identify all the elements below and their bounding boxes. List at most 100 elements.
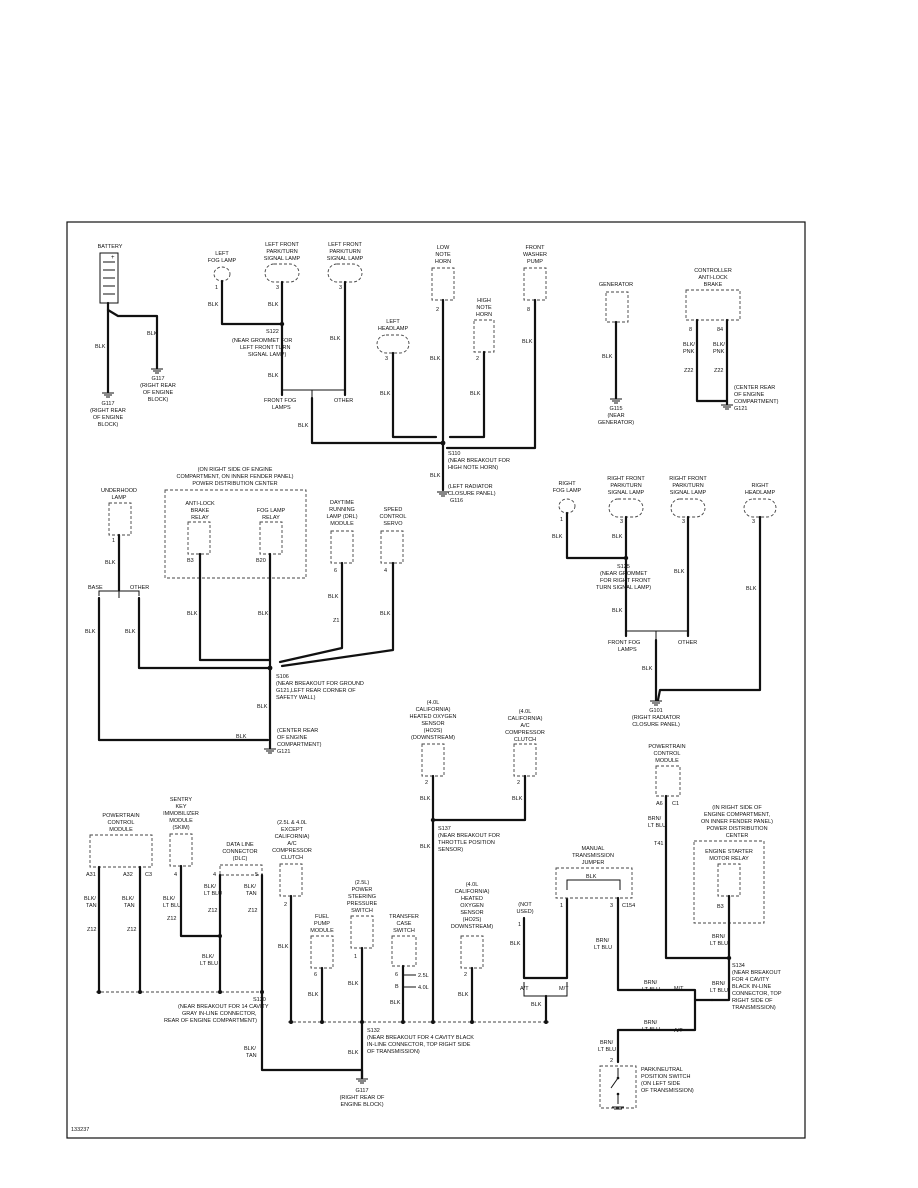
diagram-label: BLK	[95, 344, 106, 350]
diagram-label: LOW	[437, 245, 450, 251]
diagram-label: 6	[314, 972, 317, 978]
diagram-label: BLK	[470, 391, 481, 397]
diagram-label: BASE	[88, 585, 103, 591]
diagram-label: BLK	[258, 611, 269, 617]
diagram-label: MODULE	[310, 928, 334, 934]
diagram-label: OTHER	[678, 640, 697, 646]
diagram-label: (DLC)	[233, 856, 248, 862]
diagram-label: ENGINE BLOCK)	[340, 1102, 383, 1108]
diagram-label: TAN	[246, 1053, 257, 1059]
diagram-label: EXCEPT	[281, 827, 304, 833]
diagram-label: 4	[213, 872, 216, 878]
diagram-label: POSITION SWITCH	[641, 1074, 691, 1080]
diagram-label: BLK	[458, 992, 469, 998]
diagram-label: G101	[649, 708, 662, 714]
diagram-label: 8	[527, 307, 530, 313]
diagram-label: NOTE	[435, 252, 451, 258]
generator: GENERATOR	[599, 282, 633, 323]
diagram-label: G121	[734, 406, 747, 412]
diagram-label: A/C	[287, 841, 296, 847]
underhood-lamp: UNDERHOOD LAMP 1	[101, 488, 137, 544]
diagram-label: HEATED	[461, 896, 483, 902]
high-note-horn: HIGH NOTE HORN 2	[473, 298, 495, 362]
diagram-label: M/T	[674, 986, 684, 992]
diagram-label: BRAKE	[191, 508, 210, 514]
diagram-label: BLK/	[122, 896, 134, 902]
right-fog-lamp: RIGHT FOG LAMP 1	[553, 481, 582, 523]
diagram-label: HEADLAMP	[745, 490, 776, 496]
svg-text:+: +	[111, 255, 115, 261]
diagram-label: BRN/	[648, 816, 662, 822]
diagram-label: MANUAL	[582, 846, 605, 852]
diagram-label: 1	[112, 538, 115, 544]
diagram-label: 3	[682, 519, 685, 525]
right-headlamp: RIGHT HEADLAMP 3	[743, 483, 777, 525]
diagram-label: 2	[464, 972, 467, 978]
ground-g117-b: G117 (RIGHT REAR OF ENGINE BLOCK)	[140, 368, 176, 403]
diagram-label: C1	[672, 801, 679, 807]
diagram-label: BLK	[612, 608, 623, 614]
diagram-label: OF ENGINE	[143, 390, 174, 396]
ps-pressure-switch: (2.5L) POWER STEERING PRESSURE SWITCH 1	[347, 880, 378, 960]
diagram-label: 2	[517, 780, 520, 786]
diagram-label: LT BLU	[594, 945, 612, 951]
pdc-note-bottom: (IN RIGHT SIDE OF ENGINE COMPARTMENT, ON…	[701, 805, 773, 839]
diagram-label: DATA LINE	[226, 842, 254, 848]
diagram-label: LT BLU	[598, 1047, 616, 1053]
diagram-label: (NEAR BREAKOUT FOR GROUND	[276, 681, 364, 687]
diagram-label: BLK	[328, 594, 339, 600]
diagram-label: BLK	[380, 611, 391, 617]
diagram-label: OF TRANSMISSION)	[641, 1088, 694, 1094]
diagram-label: TRANSMISSION)	[732, 1005, 776, 1011]
diagram-label: POWER	[352, 887, 373, 893]
diagram-label: PARK/TURN	[329, 249, 360, 255]
diagram-label: BRN/	[600, 1040, 614, 1046]
diagram-label: BRN/	[712, 981, 726, 987]
diagram-label: BLK	[430, 356, 441, 362]
diagram-label: (SKIM)	[172, 825, 189, 831]
pdc-box-top	[164, 489, 307, 579]
diagram-label: (RIGHT RADIATOR	[632, 715, 680, 721]
diagram-label: (4.0L	[519, 709, 532, 715]
diagram-label: 2	[284, 902, 287, 908]
diagram-label: 4	[384, 568, 387, 574]
diagram-label: (NEAR GROMMET FOR	[232, 338, 292, 344]
diagram-label: CLOSURE PANEL)	[632, 722, 680, 728]
diagram-label: ENGINE STARTER	[705, 849, 753, 855]
diagram-label: NOTE	[476, 305, 492, 311]
diagram-label: CALIFORNIA)	[455, 889, 490, 895]
diagram-label: 3	[385, 356, 388, 362]
diagram-label: PNK	[713, 349, 725, 355]
diagram-label: (NEAR GROMMET	[600, 571, 648, 577]
diagram-label: OF ENGINE	[277, 735, 308, 741]
diagram-label: HIGH	[477, 298, 491, 304]
diagram-label: CONTROL	[654, 751, 681, 757]
diagram-label: (NEAR	[607, 413, 624, 419]
diagram-label: TAN	[124, 903, 135, 909]
diagram-label: T41	[654, 841, 663, 847]
diagram-label: BLK	[380, 391, 391, 397]
diagram-label: LEFT FRONT	[328, 242, 362, 248]
diagram-label: BLK	[602, 354, 613, 360]
diagram-label: CLUTCH	[281, 855, 303, 861]
diagram-label: 1	[560, 903, 563, 909]
diagram-label: BLK	[330, 336, 341, 342]
diagram-label: PARK/TURN	[672, 483, 703, 489]
fuel-pump-module: FUEL PUMP MODULE 6	[310, 914, 334, 978]
diagram-label: RELAY	[191, 515, 209, 521]
diagram-label: BLK	[187, 611, 198, 617]
diagram-label: G121	[277, 749, 290, 755]
diagram-label: A32	[123, 872, 133, 878]
diagram-label: (4.0L	[466, 882, 479, 888]
diagram-label: SIGNAL LAMP	[608, 490, 645, 496]
diagram-label: LT BLU	[204, 891, 222, 897]
diagram-label: CALIFORNIA)	[275, 834, 310, 840]
diagram-label: RIGHT SIDE OF	[732, 998, 773, 1004]
diagram-label: SPEED	[384, 507, 403, 513]
diagram-label: BLOCK)	[98, 422, 119, 428]
diagram-label: S134	[732, 963, 745, 969]
abs-controller: CONTROLLER ANTI-LOCK BRAKE 8 84	[685, 268, 741, 333]
diagram-label: Z12	[208, 908, 217, 914]
diagram-label: 5	[255, 872, 258, 878]
